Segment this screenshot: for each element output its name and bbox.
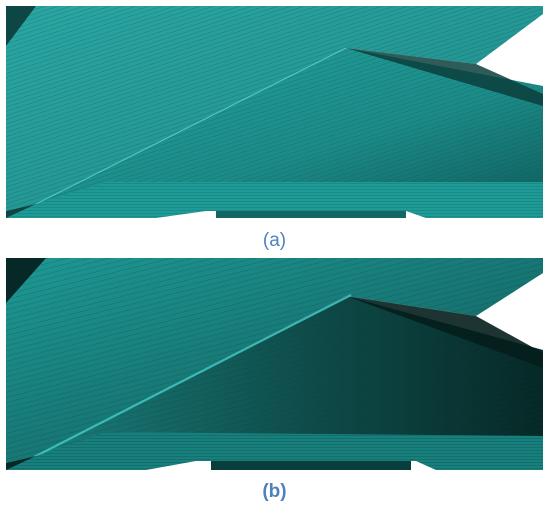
- caption-a: (a): [262, 230, 287, 251]
- mesh-rendering-b: [6, 258, 543, 470]
- mesh-image-a: [6, 6, 543, 218]
- mesh-rendering-a: [6, 6, 543, 218]
- mesh-image-b: [6, 258, 543, 470]
- caption-b: (b): [262, 481, 287, 502]
